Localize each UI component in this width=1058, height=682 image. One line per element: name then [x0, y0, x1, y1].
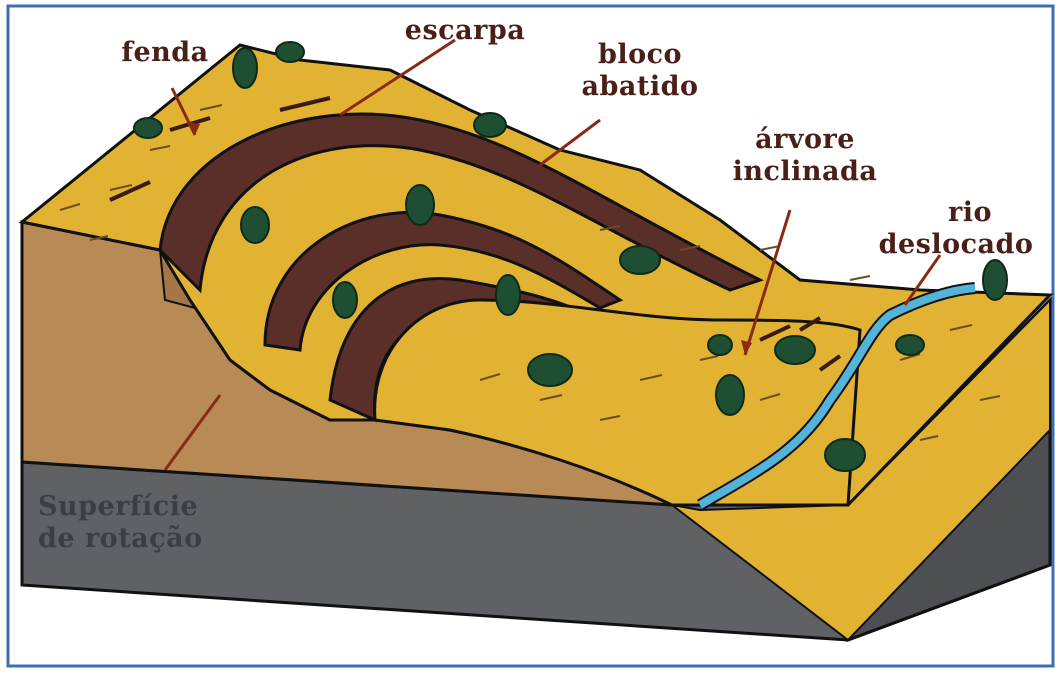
label-bloco-line2: abatido	[555, 72, 725, 102]
label-superficie-line2: de rotação	[38, 524, 298, 554]
label-fenda: fenda	[100, 38, 230, 68]
label-rio-line2: deslocado	[866, 230, 1046, 260]
label-superficie-line1: Superfície	[38, 492, 298, 522]
label-rio-line1: rio	[900, 198, 1040, 228]
label-arvore-line1: árvore	[710, 125, 900, 155]
label-escarpa: escarpa	[380, 16, 550, 46]
label-arvore-line2: inclinada	[710, 157, 900, 187]
label-bloco-line1: bloco	[555, 40, 725, 70]
